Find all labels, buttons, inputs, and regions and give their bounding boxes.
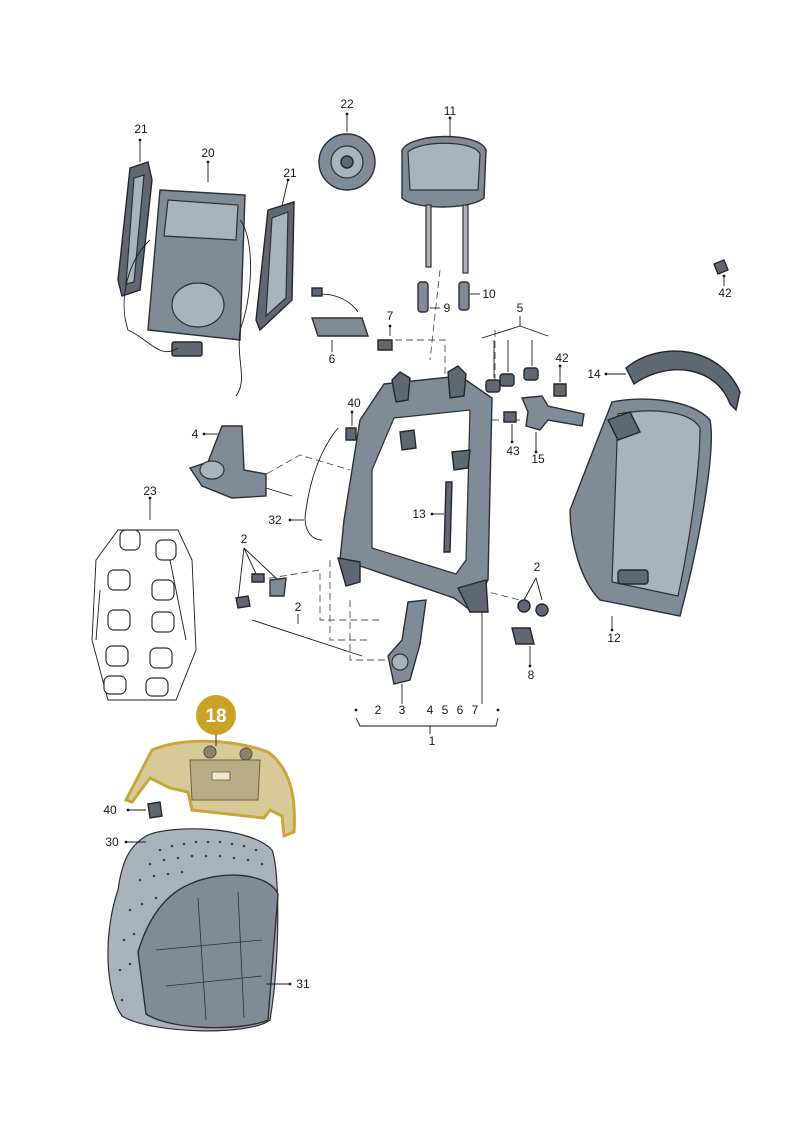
part-42-screw-bracket (553, 366, 567, 397)
part-6-switch-module (311, 287, 369, 352)
part-2-left-fasteners (235, 547, 287, 609)
part-40-clip-upper (345, 412, 357, 441)
label-2-bottom: 2 (375, 703, 382, 717)
label-40-top: 40 (347, 396, 361, 410)
part-14-trim-strip (606, 350, 741, 412)
label-23: 23 (143, 484, 157, 498)
label-2-rod: 2 (295, 600, 302, 614)
label-14: 14 (587, 367, 601, 381)
label-30: 30 (105, 835, 119, 849)
part-7-screw (377, 326, 393, 351)
part-40-clip-lower (128, 801, 163, 819)
callout-badge-label: 18 (205, 706, 226, 727)
callout-badge-circle (196, 695, 236, 735)
part-21-left-side-panel (117, 140, 153, 297)
label-43: 43 (506, 444, 520, 458)
label-31: 31 (296, 977, 310, 991)
label-42-mid: 42 (555, 351, 569, 365)
part-4-recliner-motor (188, 425, 293, 499)
label-21-left: 21 (134, 122, 148, 136)
part-5-fastener-group (481, 316, 549, 393)
part-15-bracket (520, 395, 585, 452)
part-2-rod (251, 614, 363, 657)
label-6-top: 6 (329, 352, 336, 366)
label-7-bottom: 7 (472, 703, 479, 717)
part-13-spring-strip (432, 481, 453, 553)
leader-dots (124, 112, 726, 986)
label-5-bottom: 5 (442, 703, 449, 717)
label-12: 12 (607, 631, 621, 645)
label-11: 11 (444, 104, 457, 118)
part-3-recliner-lever (387, 599, 427, 685)
part-30-31-cushion-cover (107, 828, 290, 1032)
part-42-screw-right (713, 259, 729, 286)
label-2-right: 2 (534, 560, 541, 574)
label-42-top: 42 (718, 286, 732, 300)
part-2-nut-right (517, 577, 549, 617)
label-15: 15 (531, 452, 545, 466)
label-32: 32 (268, 513, 282, 527)
part-number-labels: 21 20 21 22 11 42 9 10 7 6 5 42 14 40 4 … (103, 97, 732, 991)
label-2-left-a: 2 (241, 532, 248, 546)
label-13: 13 (412, 507, 426, 521)
callout-badge-18[interactable]: 18 (196, 695, 236, 735)
label-21-right: 21 (283, 166, 297, 180)
label-3: 3 (399, 703, 406, 717)
label-5-top: 5 (517, 301, 524, 315)
part-11-headrest (401, 118, 487, 274)
part-18-highlighted-panel (123, 734, 296, 839)
label-9: 9 (444, 301, 451, 315)
part-21-right-side-panel (255, 179, 295, 332)
label-20: 20 (201, 146, 215, 160)
part-9-10-headrest-guides (417, 281, 480, 313)
part-23-wire-mat (91, 498, 197, 701)
part-32-cable (290, 427, 339, 541)
label-4-left: 4 (192, 427, 199, 441)
label-6-bottom: 6 (457, 703, 464, 717)
part-22-round-actuator (318, 114, 376, 191)
part-8-bolt (511, 627, 535, 666)
label-10: 10 (482, 287, 496, 301)
label-4-bottom: 4 (427, 703, 434, 717)
part-12-rear-panel (569, 398, 712, 630)
label-7-top: 7 (387, 309, 394, 323)
label-1: 1 (429, 734, 436, 748)
part-43-screw (503, 411, 517, 442)
part-20-backrest-mat (123, 162, 251, 397)
part-1-backrest-frame (337, 365, 493, 613)
label-40-bottom: 40 (103, 803, 117, 817)
label-22: 22 (340, 97, 354, 111)
frame-assembly-bracket (355, 612, 499, 734)
label-8: 8 (528, 668, 535, 682)
